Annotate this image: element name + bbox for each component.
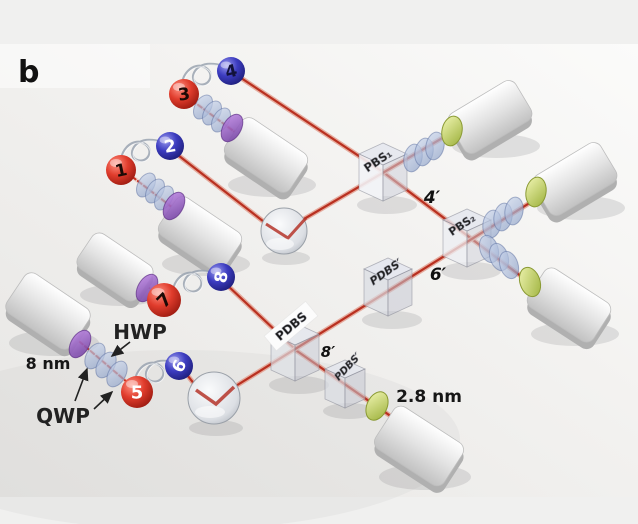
analysis-stack-detector-4 bbox=[365, 391, 389, 421]
photon-number-3: 3 bbox=[177, 84, 192, 105]
analysis-stack-detector-2 bbox=[482, 176, 547, 239]
annotations: b 8 nm HWP QWP 2.8 nm 4′ 6′ 8′ bbox=[18, 55, 462, 428]
pbs1-cube: PBS₁ bbox=[358, 142, 408, 202]
photon-ball-1: 1 bbox=[106, 155, 136, 185]
photon-ball-7: 7 bbox=[147, 283, 181, 317]
mirror-2 bbox=[187, 371, 241, 425]
photon-ball-3: 3 bbox=[169, 79, 199, 109]
label-8nm: 8 nm bbox=[26, 354, 71, 373]
lens-disc-yellow bbox=[525, 176, 547, 208]
label-2-8nm: 2.8 nm bbox=[396, 387, 462, 407]
panel-label: b bbox=[18, 55, 39, 90]
filter-disc-purple bbox=[220, 113, 244, 143]
beam-photon4-to-pbs1 bbox=[229, 69, 386, 175]
pdbs-prime-top-cube: PDBS′ bbox=[363, 256, 413, 317]
photon-balls: 1 2 3 4 5 6 7 8 bbox=[106, 57, 245, 408]
optics-discs bbox=[68, 94, 547, 421]
photon-ball-4: 4 bbox=[217, 57, 245, 85]
label-mode-8prime: 8′ bbox=[321, 343, 335, 361]
label-mode-6prime: 6′ bbox=[430, 265, 447, 285]
photon-ball-5: 5 bbox=[121, 376, 153, 408]
hwp-arrow bbox=[110, 341, 131, 357]
lens-disc-yellow bbox=[441, 115, 463, 147]
boxes bbox=[5, 80, 618, 493]
filter-disc-purple bbox=[68, 329, 92, 359]
mirror-1-beam-fold bbox=[265, 216, 308, 240]
source-box-pair-3-4 bbox=[223, 117, 309, 200]
label-qwp: QWP bbox=[36, 404, 90, 428]
label-hwp: HWP bbox=[113, 320, 166, 344]
photon-ball-6: 6 bbox=[165, 352, 193, 380]
waveplate-stack-source-1-2 bbox=[136, 172, 186, 221]
scene-highlight bbox=[0, 44, 150, 88]
photon-number-4: 4 bbox=[223, 61, 239, 83]
photon-ball-2: 2 bbox=[156, 132, 184, 160]
photon-number-1: 1 bbox=[113, 160, 129, 182]
mirror-2-beam-fold bbox=[194, 385, 236, 407]
pdbs-cube: PDBS bbox=[263, 300, 320, 382]
photon-number-2: 2 bbox=[163, 136, 178, 158]
detector-box-4 bbox=[374, 405, 464, 493]
filter-disc-purple bbox=[162, 191, 186, 221]
mirror-1 bbox=[260, 207, 308, 255]
detector-box-2 bbox=[532, 142, 618, 223]
source-box-pair-1-2 bbox=[157, 196, 243, 279]
qwp-arrow-2 bbox=[93, 390, 114, 410]
beam-photon2-to-mirror1 bbox=[171, 149, 271, 228]
analysis-stack-detector-3 bbox=[478, 234, 542, 298]
detector-box-3 bbox=[526, 267, 612, 350]
lens-disc-yellow bbox=[518, 266, 542, 298]
lens-disc-yellow bbox=[365, 391, 389, 421]
photon-number-8: 8 bbox=[211, 270, 233, 285]
photon-ball-8: 8 bbox=[207, 263, 235, 291]
waveplate-stack-source-3-4 bbox=[193, 94, 244, 143]
photon-number-5: 5 bbox=[131, 383, 144, 404]
label-mode-4prime: 4′ bbox=[423, 188, 441, 208]
qwp-disc-2 bbox=[106, 360, 128, 388]
qwp-arrow-1 bbox=[74, 367, 89, 402]
analysis-stack-detector-1 bbox=[403, 115, 463, 173]
